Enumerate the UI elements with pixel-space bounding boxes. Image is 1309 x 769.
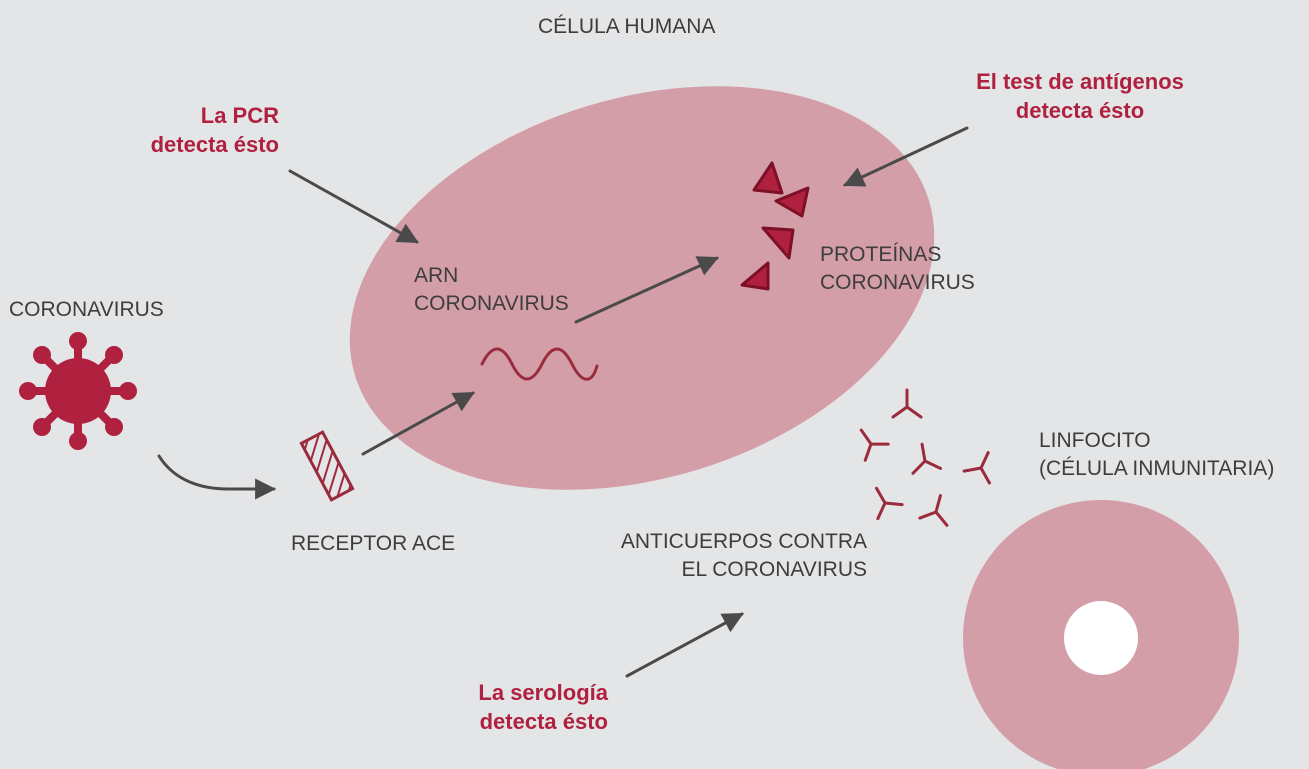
antibody-icon [962,451,991,485]
coronavirus-icon [19,332,137,450]
arrow-rna-to-proteins [574,256,719,324]
rna-label-line2: CORONAVIRUS [414,292,569,315]
proteins-label: PROTEÍNAS CORONAVIRUS [820,241,975,297]
antibody-icon [891,388,923,419]
antigen-callout-line2: detecta ésto [1015,98,1145,123]
rna-label-line1: ARN [414,264,459,287]
lymphocyte-label: LINFOCITO (CÉLULA INMUNITARIA) [1039,427,1274,483]
protein-triangle-icon [752,161,784,195]
arrow-pcr-callout [288,169,419,244]
coronavirus-label: CORONAVIRUS [9,298,164,321]
proteins-label-line2: CORONAVIRUS [820,271,975,294]
antibodies-label-line1: ANTICUERPOS CONTRA [620,530,867,553]
pcr-callout-line2: detecta ésto [150,132,279,157]
antibodies [859,388,991,527]
lymphocyte-nucleus [1064,601,1138,675]
protein-triangles [740,161,810,291]
proteins-label-line1: PROTEÍNAS [820,243,942,266]
lymphocyte-label-line1: LINFOCITO [1039,429,1151,452]
ace-receptor-icon [299,430,355,502]
protein-triangle-icon [774,186,810,218]
arrow-serology-callout [625,612,744,678]
pcr-callout-line1: La PCR [200,103,279,128]
antibodies-label: ANTICUERPOS CONTRA EL CORONAVIRUS [621,528,867,584]
antigen-callout-line1: El test de antígenos [976,69,1184,94]
rna-label: ARN CORONAVIRUS [414,262,569,318]
receptor-label: RECEPTOR ACE [291,532,456,555]
antibody-icon [875,486,904,521]
protein-triangle-icon [761,226,795,260]
lymphocyte-label-line2: (CÉLULA INMUNITARIA) [1039,457,1275,480]
serology-callout: La serología detecta ésto [478,678,608,736]
serology-callout-line1: La serología [478,680,608,705]
arrow-virus-to-receptor [157,454,277,500]
human-cell-label: CÉLULA HUMANA [538,15,716,38]
arrows [157,126,969,678]
arrow-receptor-to-cell [361,391,475,456]
human-cell [349,86,935,490]
protein-triangle-icon [740,261,770,291]
rna-wave-icon [480,347,599,381]
antibodies-label-line2: EL CORONAVIRUS [681,558,867,581]
pcr-callout: La PCR detecta ésto [151,101,279,159]
antibody-icon [859,428,890,462]
antibody-icon [918,494,949,527]
arrow-antigen-callout [843,126,969,187]
antibody-icon [911,442,943,475]
antigen-callout: El test de antígenos detecta ésto [966,67,1194,125]
serology-callout-line2: detecta ésto [479,709,608,734]
